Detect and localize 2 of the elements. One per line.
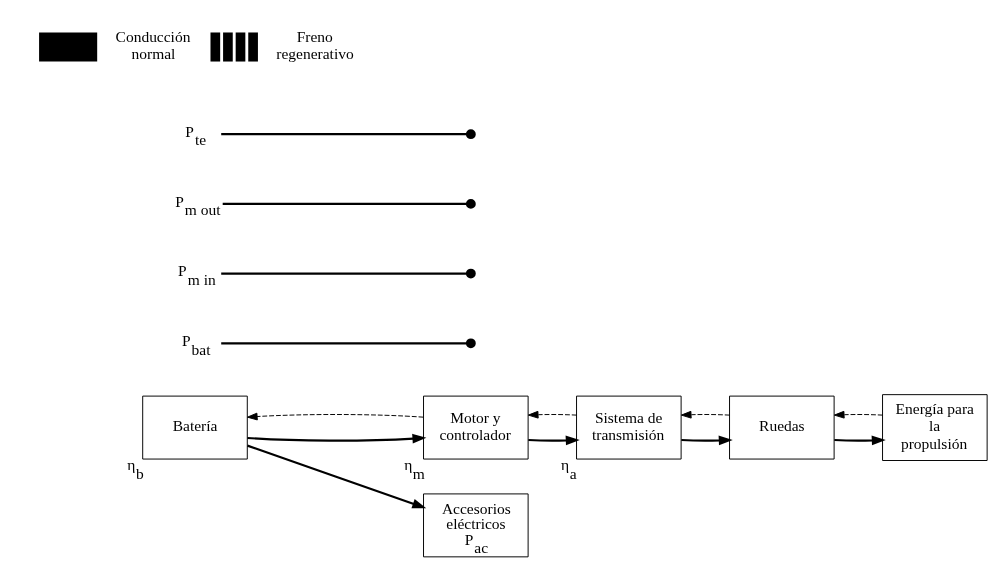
legend-label: Freno regenerativo (275, 27, 354, 63)
legend-label: Conducción normal (115, 27, 190, 63)
